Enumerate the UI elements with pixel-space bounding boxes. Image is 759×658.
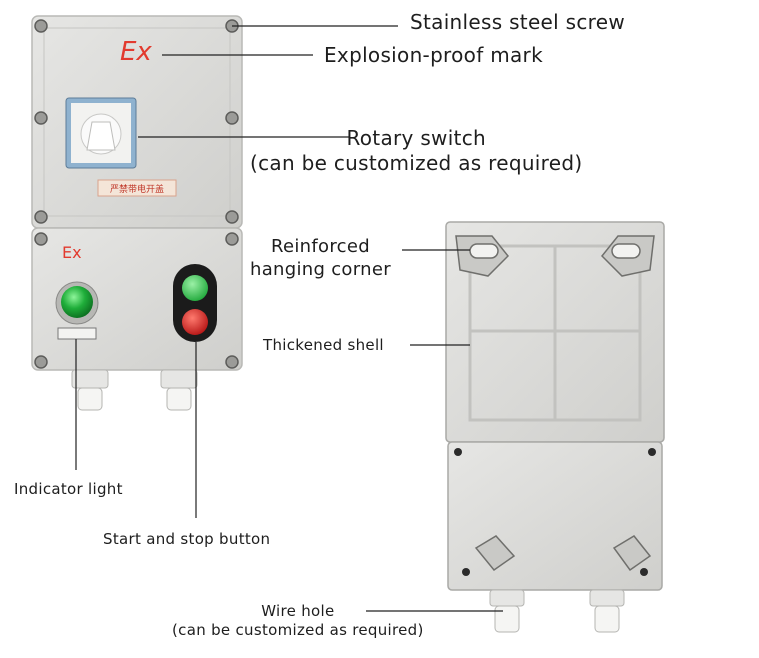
label-wire-hole-line2: (can be customized as required) xyxy=(172,620,424,639)
label-wire-hole-line1: Wire hole xyxy=(261,602,335,620)
hanging-corner-icon xyxy=(455,235,655,277)
ex-mark-bottom: Ex xyxy=(62,243,82,262)
ex-mark-top: Ex xyxy=(120,37,152,67)
label-hanging-corner-line2: hanging corner xyxy=(250,258,391,280)
stainless-steel-screw-icon xyxy=(34,19,239,224)
label-hanging-corner-line1: Reinforced xyxy=(270,236,370,257)
warning-plate xyxy=(97,179,177,197)
wire-hole-icon xyxy=(489,589,625,633)
label-rotary-switch: Rotary switch (can be customized as requ… xyxy=(250,126,582,176)
rotary-switch-icon xyxy=(65,97,137,169)
rear-enclosure xyxy=(445,221,665,633)
leader-lines xyxy=(75,25,503,612)
label-hanging-corner: Reinforced hanging corner xyxy=(250,236,391,281)
label-rotary-switch-line2: (can be customized as required) xyxy=(250,151,583,175)
label-start-stop-button: Start and stop button xyxy=(103,530,271,548)
front-enclosure xyxy=(31,15,243,411)
indicator-light-icon xyxy=(55,281,99,340)
label-indicator-light: Indicator light xyxy=(14,480,123,498)
label-wire-hole: Wire hole (can be customized as required… xyxy=(172,602,424,640)
label-thickened-shell: Thickened shell xyxy=(263,336,384,354)
start-stop-button-icon xyxy=(173,264,217,342)
warning-plate-text: 严禁带电开盖 xyxy=(110,183,164,195)
label-rotary-switch-line1: Rotary switch xyxy=(346,126,486,150)
label-stainless-steel-screw: Stainless steel screw xyxy=(410,10,626,34)
label-explosion-proof-mark: Explosion-proof mark xyxy=(324,43,543,67)
wire-gland-icon xyxy=(71,369,198,411)
